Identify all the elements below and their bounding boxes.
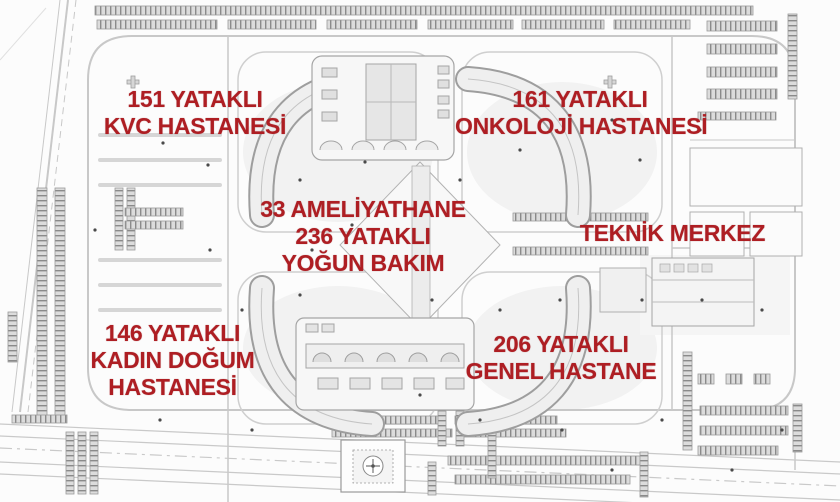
entrance-pavilions — [126, 75, 617, 89]
highway — [0, 423, 840, 502]
entrance-courtyard-block — [311, 55, 455, 161]
technical-center-buildings — [599, 147, 803, 327]
tree-markers — [93, 118, 784, 472]
south-service-block — [295, 317, 475, 411]
parking-lots — [7, 5, 803, 498]
helipad-icon — [340, 439, 406, 493]
central-core — [339, 161, 501, 329]
